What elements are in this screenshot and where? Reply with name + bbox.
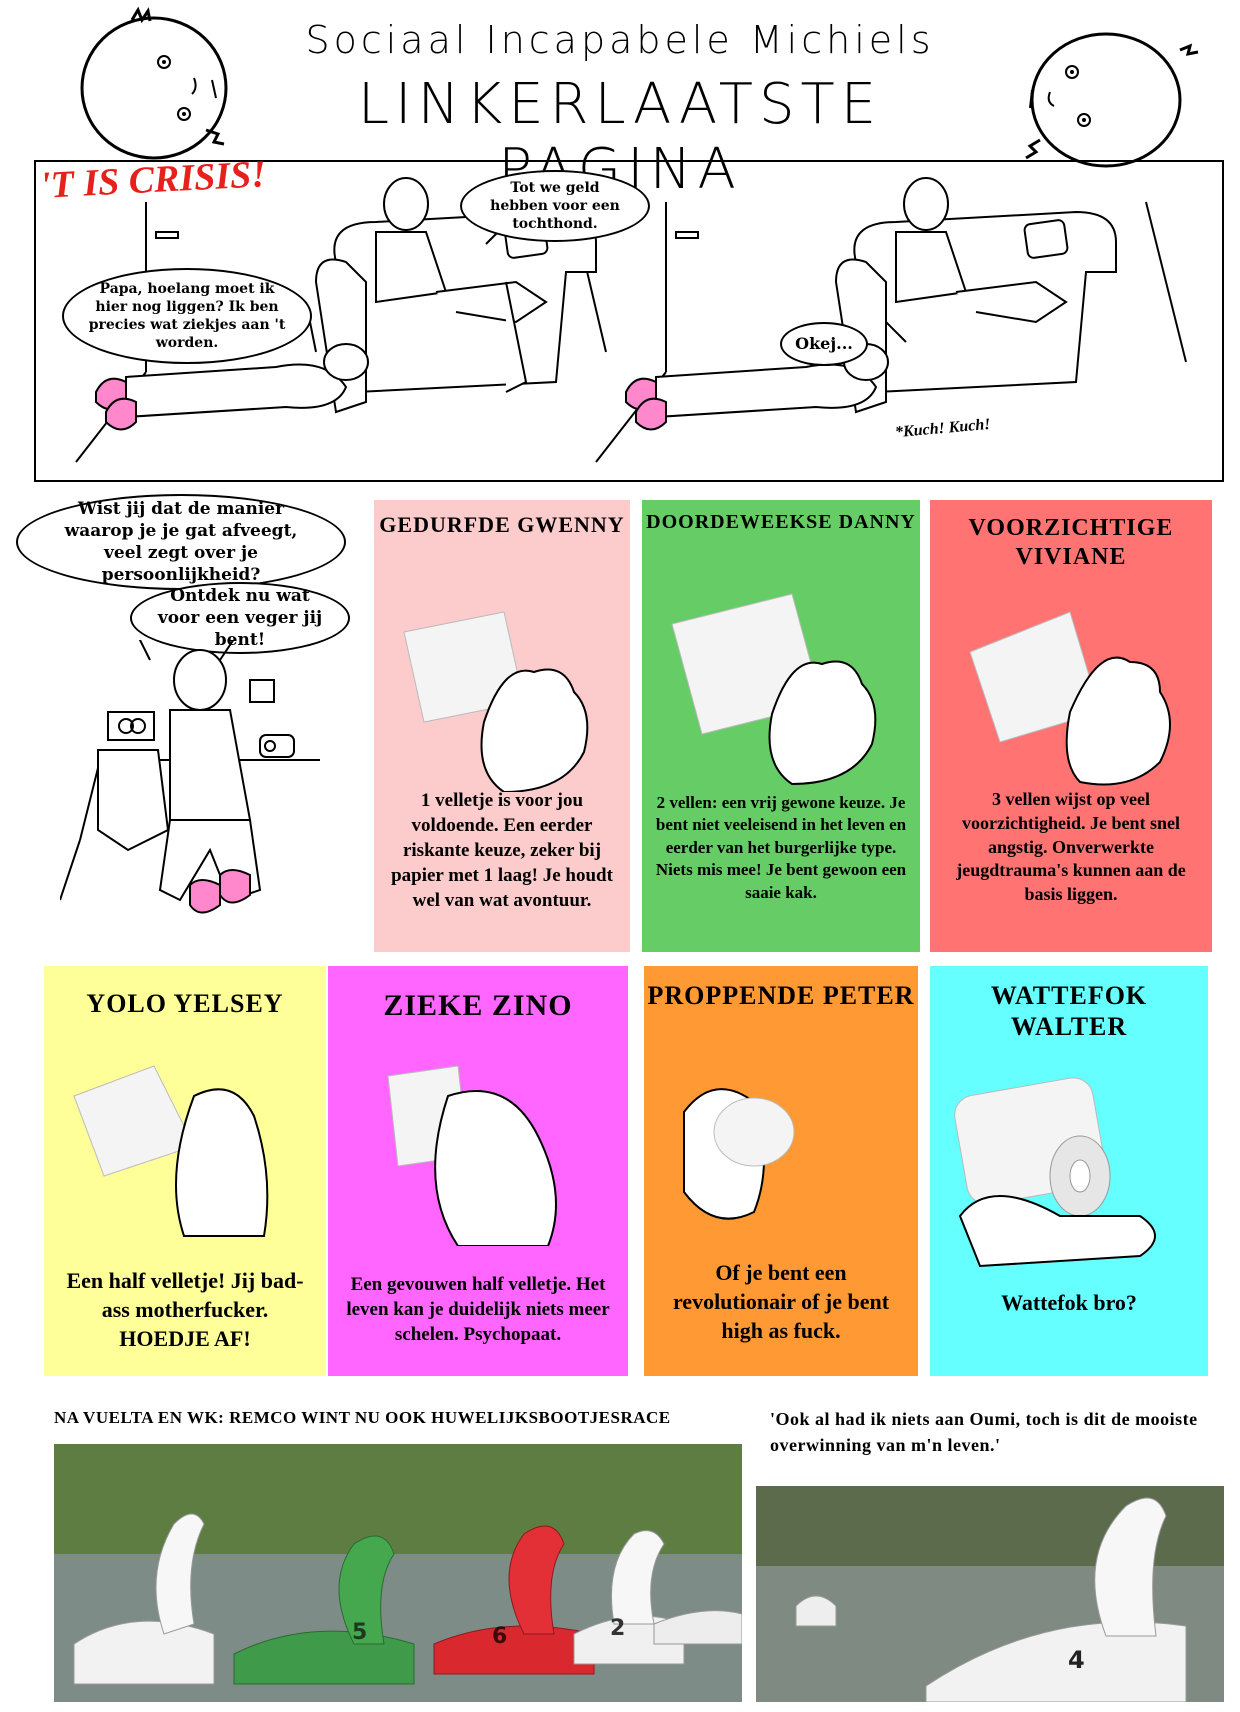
boat-number-winner: 4 <box>1068 1646 1085 1674</box>
card-voorzichtige-viviane: VOORZICHTIGE VIVIANE 3 vellen wijst op v… <box>930 500 1212 952</box>
header-subtitle: Sociaal Incapabele Michiels <box>305 18 935 62</box>
card-gedurfde-gwenny: GEDURFDE GWENNY 1 velletje is voor jou v… <box>374 500 630 952</box>
speech-bubble-father: Tot we geld hebben voor een tochthond. <box>460 170 650 242</box>
card-wattefok-walter: WATTEFOK WALTER Wattefok bro? <box>930 966 1208 1376</box>
card-title: PROPPENDE PETER <box>647 981 915 1010</box>
comic-strip-frame <box>34 160 1224 482</box>
boat-number-green: 5 <box>352 1620 368 1645</box>
winner-boat-illustration <box>756 1486 1224 1702</box>
card-title: WATTEFOK WALTER <box>990 981 1148 1042</box>
card-text: 3 vellen wijst op veel voorzichtigheid. … <box>956 789 1186 904</box>
caption-right: 'Ook al had ik niets aan Oumi, toch is d… <box>770 1409 1198 1456</box>
card-text: Een half velletje! Jij bad-ass motherfuc… <box>66 1268 304 1352</box>
card-text: 2 vellen: een vrij gewone keuze. Je bent… <box>655 793 907 902</box>
speech-bubble-intro-1-text: Wist jij dat de manier waarop je je gat … <box>64 498 298 586</box>
boats-illustration <box>54 1444 742 1702</box>
card-text: Of je bent een revolutionair of je bent … <box>672 1260 890 1344</box>
toilet-paper-hand-illustration <box>683 1088 795 1220</box>
card-proppende-peter: PROPPENDE PETER Of je bent een revolutio… <box>644 966 918 1376</box>
face-drawing-right <box>1025 32 1199 168</box>
card-title: GEDURFDE GWENNY <box>379 512 625 537</box>
toilet-man-drawing <box>60 640 320 914</box>
speech-bubble-intro-1: Wist jij dat de manier waarop je je gat … <box>16 494 346 590</box>
card-text: Wattefok bro? <box>1001 1290 1137 1315</box>
card-yolo-yelsey: YOLO YELSEY Een half velletje! Jij bad-a… <box>44 966 326 1376</box>
toilet-paper-hand-illustration <box>387 1065 557 1246</box>
boat-number-red: 6 <box>492 1624 508 1649</box>
speech-bubble-okej-text: Okej... <box>795 333 853 353</box>
card-title: YOLO YELSEY <box>86 989 284 1018</box>
speech-bubble-father-text: Tot we geld hebben voor een tochthond. <box>490 179 620 233</box>
card-text: 1 velletje is voor jou voldoende. Een ee… <box>391 790 613 912</box>
speech-bubble-child: Papa, hoelang moet ik hier nog liggen? I… <box>62 268 312 364</box>
photo-swan-boat-race: 5 6 2 <box>54 1444 742 1702</box>
card-text: Een gevouwen half velletje. Het leven ka… <box>346 1274 610 1346</box>
card-doordeweekse-danny: DOORDEWEEKSE DANNY 2 vellen: een vrij ge… <box>642 500 920 952</box>
card-zieke-zino: ZIEKE ZINO Een gevouwen half velletje. H… <box>328 966 628 1376</box>
toilet-paper-hand-illustration <box>73 1065 269 1237</box>
speech-bubble-intro-2: Ontdek nu wat voor een veger jij bent! <box>130 582 350 654</box>
speech-bubble-child-text: Papa, hoelang moet ik hier nog liggen? I… <box>88 280 286 352</box>
card-title: ZIEKE ZINO <box>383 989 573 1022</box>
toilet-paper-hand-illustration <box>403 611 589 792</box>
card-title: VOORZICHTIGE VIVIANE <box>968 515 1174 570</box>
speech-bubble-okej: Okej... <box>780 322 868 366</box>
face-drawing-left <box>80 6 228 160</box>
toilet-paper-hand-illustration <box>671 593 877 786</box>
toilet-paper-roll-hand-illustration <box>954 1077 1156 1268</box>
card-title: DOORDEWEEKSE DANNY <box>646 511 916 533</box>
photo-winner-swan-boat: 4 <box>756 1486 1224 1702</box>
caption-left: NA VUELTA EN WK: REMCO WINT NU OOK HUWEL… <box>54 1408 671 1427</box>
boat-number-white: 2 <box>610 1616 626 1641</box>
toilet-paper-hand-illustration <box>969 611 1171 786</box>
speech-bubble-intro-2-text: Ontdek nu wat voor een veger jij bent! <box>157 585 323 651</box>
